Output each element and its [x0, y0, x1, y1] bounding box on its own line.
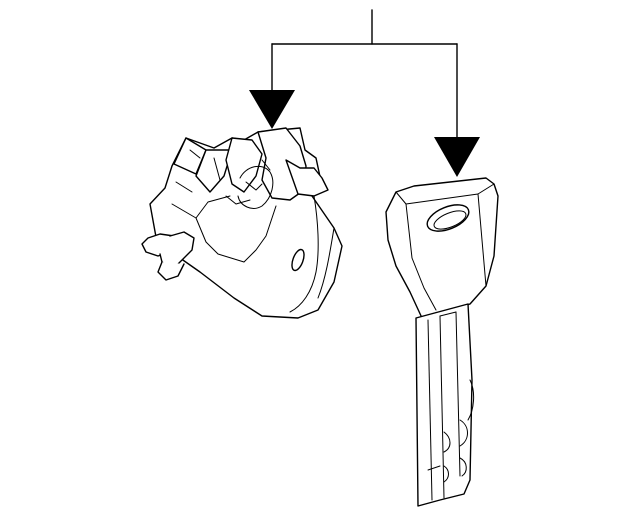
lock-cylinder-icon — [141, 127, 343, 319]
arrow-to-lock-cylinder — [249, 90, 295, 129]
key-icon — [385, 177, 499, 507]
callout-leader — [271, 9, 458, 139]
arrow-to-key — [434, 137, 480, 177]
